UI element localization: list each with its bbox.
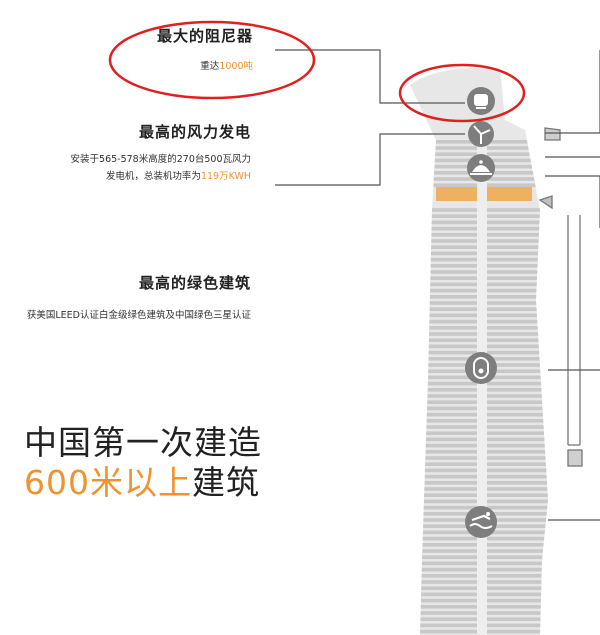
damper-icon — [467, 87, 495, 115]
green-description: 获美国LEED认证白金级绿色建筑及中国绿色三星认证 — [26, 310, 251, 321]
wind-title: 最高的风力发电 — [138, 123, 251, 141]
wind-desc-line1: 安装于565-578米高度的270台500瓦风力 — [70, 154, 251, 165]
elevator-icon — [465, 352, 497, 384]
wind-desc-highlight: 119万KWH — [200, 171, 251, 182]
connector-lines — [275, 49, 600, 521]
headline: 中国第一次建造 600米以上建筑 — [24, 423, 262, 503]
damper-desc-prefix: 重达 — [200, 61, 220, 72]
annotation-ring-damper-text — [108, 20, 316, 100]
damper-description: 重达1000吨 — [200, 58, 253, 75]
tower-silhouette — [410, 68, 548, 635]
damper-desc-highlight: 1000吨 — [219, 61, 253, 72]
service-shaft — [477, 140, 487, 635]
headline-line2-highlight: 600米以上 — [24, 463, 192, 502]
dining-cloche-icon — [467, 154, 495, 182]
wind-desc-line2-prefix: 发电机，总装机功率为 — [105, 171, 201, 182]
headline-line1: 中国第一次建造 — [24, 423, 262, 462]
wind-turbine-icon — [468, 121, 494, 147]
wind-description: 安装于565-578米高度的270台500瓦风力 发电机，总装机功率为119万K… — [71, 151, 251, 185]
wind-desc-line2: 发电机，总装机功率为119万KWH — [71, 168, 251, 185]
annotation-ring-damper-tower — [398, 63, 526, 123]
green-title: 最高的绿色建筑 — [138, 274, 251, 292]
headline-line2-rest: 建筑 — [192, 463, 260, 502]
side-structure — [538, 127, 583, 467]
damper-title: 最大的阻尼器 — [156, 27, 253, 45]
headline-line2: 600米以上建筑 — [24, 463, 262, 503]
swimming-icon — [465, 506, 497, 538]
